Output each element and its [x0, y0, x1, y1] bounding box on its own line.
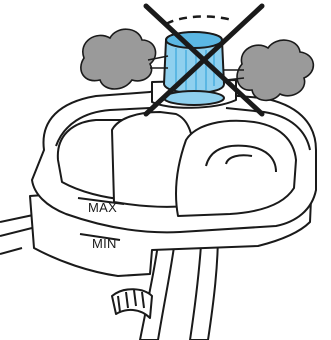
max-label: MAX [88, 200, 117, 215]
rotation-arrow-dashed [166, 17, 232, 24]
reservoir-body [30, 89, 316, 276]
chamber-right [176, 121, 296, 216]
steam-cloud-right [237, 40, 313, 100]
min-label: MIN [92, 236, 117, 251]
steam-cloud-left [81, 29, 156, 89]
